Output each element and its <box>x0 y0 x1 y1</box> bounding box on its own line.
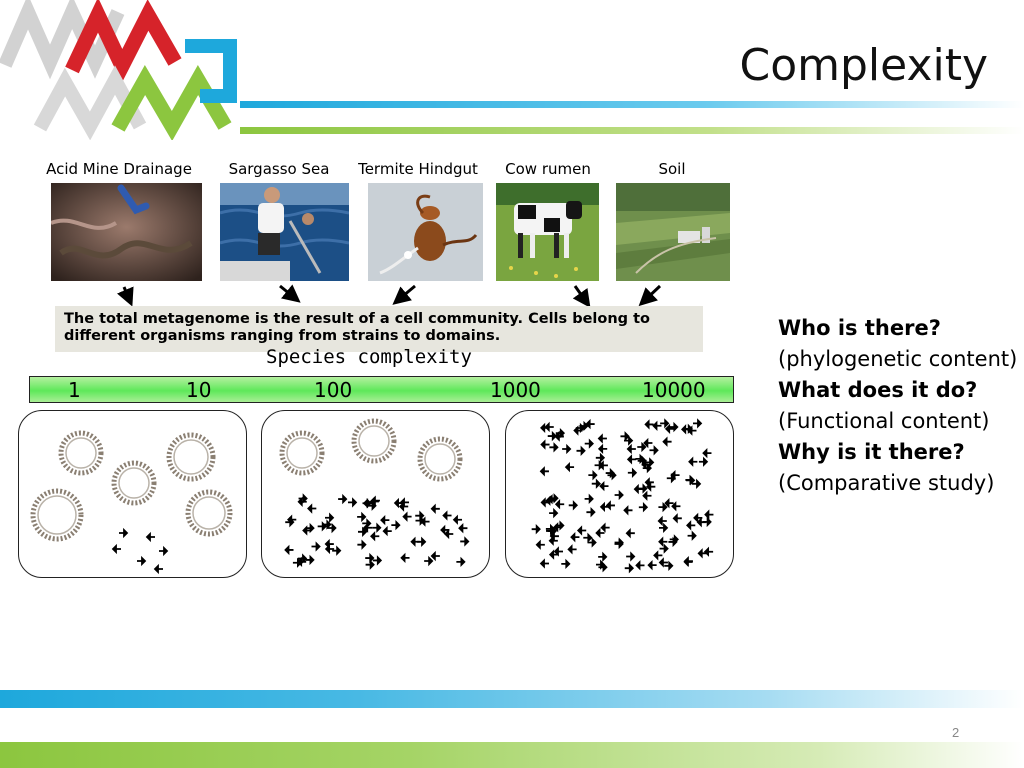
question-who: Who is there? <box>778 316 941 340</box>
footer-rule-green <box>0 742 1024 768</box>
footer-rule-blue <box>0 690 1024 708</box>
page-number: 2 <box>952 725 960 740</box>
env-label-termite: Termite Hindgut <box>358 160 478 178</box>
question-what: What does it do? <box>778 378 978 402</box>
community-box-medium <box>261 410 490 578</box>
question-who-detail: (phylogenetic content) <box>778 347 1018 371</box>
env-label-sargasso: Sargasso Sea <box>228 160 330 178</box>
header-rule-blue <box>240 101 1024 108</box>
note-text: The total metagenome is the result of a … <box>64 311 650 344</box>
termite-microbe-photo <box>368 183 483 281</box>
species-scale-bar <box>29 376 734 403</box>
mmg-logo <box>0 0 237 140</box>
question-why-detail: (Comparative study) <box>778 471 995 495</box>
env-label-cow: Cow rumen <box>505 160 591 178</box>
slide-title: Complexity <box>739 40 988 91</box>
community-box-high <box>505 410 734 578</box>
community-medium-illustration <box>279 418 470 570</box>
scale-tick-10000: 10000 <box>642 378 706 402</box>
species-complexity-title: Species complexity <box>266 346 472 368</box>
farmland-photo <box>616 183 730 281</box>
photo-arrows <box>117 284 662 308</box>
question-why: Why is it there? <box>778 440 965 464</box>
header-rule-green <box>240 127 1024 134</box>
community-box-low <box>18 410 247 578</box>
community-high-illustration <box>531 418 714 574</box>
note-box <box>55 306 703 352</box>
community-low-illustration <box>30 430 233 575</box>
scale-tick-100: 100 <box>314 378 353 402</box>
scale-tick-10: 10 <box>186 378 212 402</box>
scale-tick-1: 1 <box>68 378 81 402</box>
cow-photo <box>496 183 599 281</box>
question-what-detail: (Functional content) <box>778 409 990 433</box>
sea-sampling-photo <box>220 183 349 281</box>
acid-mine-photo <box>51 183 202 281</box>
scale-tick-1000: 1000 <box>490 378 541 402</box>
env-label-soil: Soil <box>658 160 686 178</box>
env-label-acid-mine: Acid Mine Drainage <box>46 160 192 178</box>
